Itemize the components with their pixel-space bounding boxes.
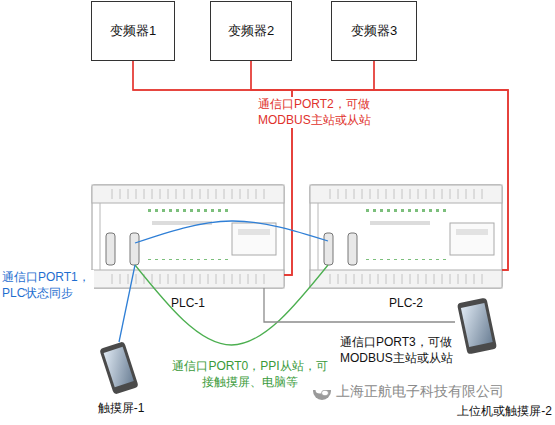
connector	[135, 265, 328, 345]
plc-device: PLC-2	[310, 185, 502, 311]
tablet-screen	[104, 347, 134, 387]
icon-bubble	[322, 390, 329, 396]
node-text: 上位机或触摸屏-2	[457, 404, 552, 419]
tablet-screen	[461, 303, 493, 347]
port-note: 通信口PORT3，可做 MODBUS主站或从站	[340, 335, 455, 366]
plc-illustration	[92, 185, 284, 288]
connector	[133, 61, 292, 275]
node-text: 触摸屏-1	[98, 401, 145, 416]
plc-device: PLC-1	[92, 185, 284, 311]
touchscreen-icon	[99, 341, 139, 395]
inverter-box: 变频器2	[210, 1, 292, 61]
port-note: 通信口PORT1，PLC状态同步	[2, 270, 94, 301]
tablet-frame	[457, 297, 497, 354]
node-text: 变频器2	[228, 23, 274, 39]
plc-illustration	[310, 185, 502, 288]
port-note: 通信口PORT0，PPI从站，可接触摸屏、电脑等	[168, 359, 332, 390]
connector	[264, 288, 455, 322]
connector	[133, 61, 508, 270]
watermark: 上海正航电子科技有限公司	[336, 382, 504, 400]
touchscreen-icon	[457, 297, 497, 354]
connector	[119, 265, 135, 342]
connector	[251, 61, 292, 275]
node-text: 变频器3	[351, 23, 397, 39]
node-text: PLC-2	[389, 296, 423, 311]
inverter-box: 变频器3	[331, 1, 417, 61]
connector	[251, 61, 508, 270]
port-note: 通信口PORT2，可做 MODBUS主站或从站	[258, 97, 373, 128]
host-or-touchscreen: 上位机或触摸屏-2	[455, 298, 552, 419]
connector	[374, 61, 508, 270]
connector	[135, 221, 328, 243]
node-text: 变频器1	[110, 23, 156, 39]
touchscreen-device: 触摸屏-1	[85, 342, 157, 416]
tablet-frame	[99, 341, 139, 395]
node-text: PLC-1	[171, 296, 205, 311]
connector	[284, 61, 374, 275]
inverter-box: 变频器1	[91, 1, 175, 61]
